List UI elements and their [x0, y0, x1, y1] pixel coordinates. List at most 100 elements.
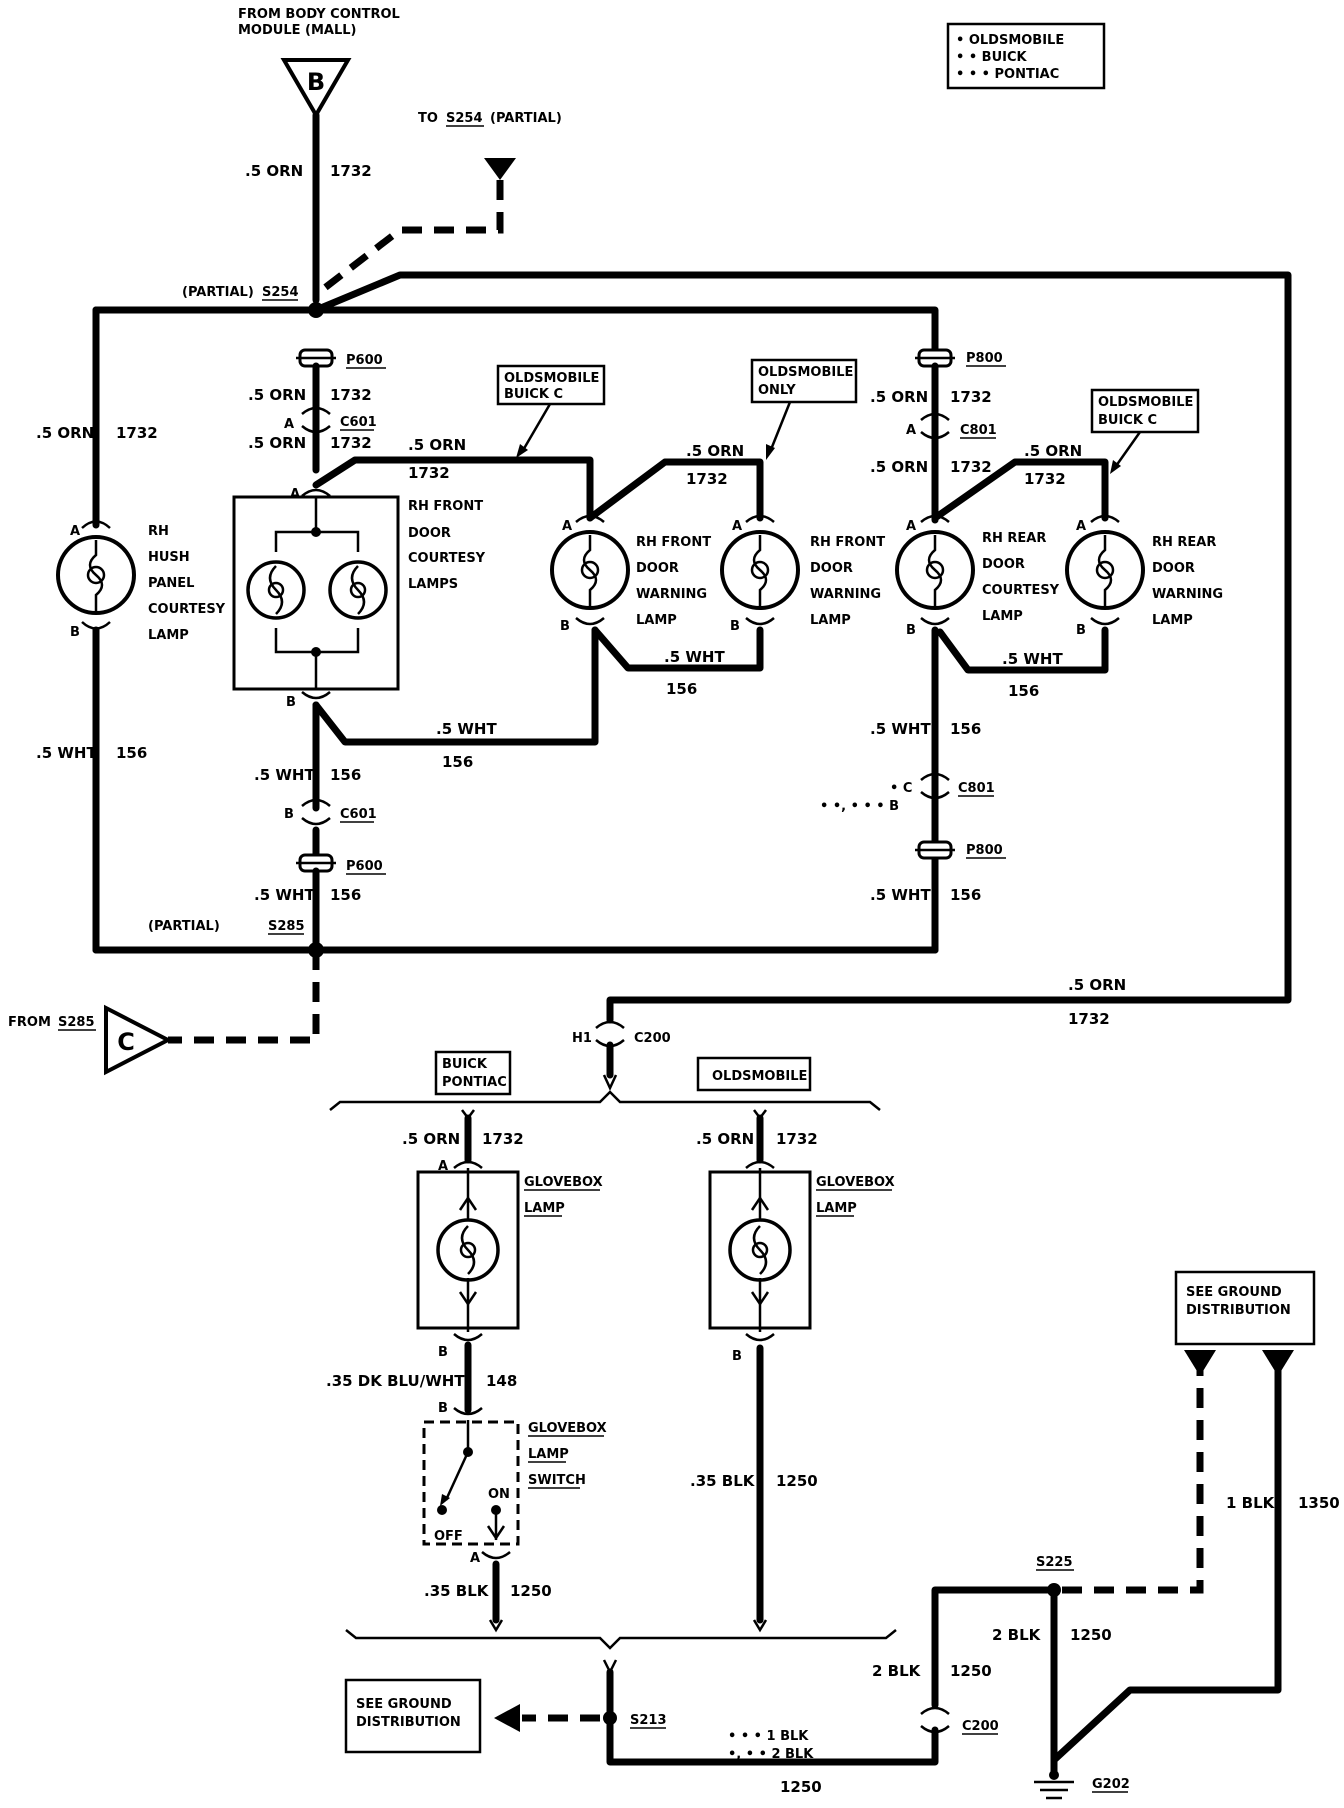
- connector-b-letter: B: [307, 68, 325, 96]
- c801-pin-a: A: [906, 423, 916, 438]
- see-ground-distribution-left: SEE GROUND DISTRIBUTION: [344, 1678, 482, 1754]
- orn-wire-to-c200: [312, 271, 1292, 1024]
- front-warning-2-label-1: RH FRONT: [810, 535, 885, 550]
- dashed-to-ground-dist-right: [1062, 1360, 1204, 1594]
- c801-top-label: C801: [960, 423, 997, 438]
- hush-panel-lamp: [56, 520, 136, 630]
- orn-to-front-warning-2: [586, 458, 764, 522]
- rh-front-door-courtesy-lamps: [232, 488, 400, 700]
- c801-bottom-label: C801: [958, 781, 995, 796]
- rear-warning-label-4: LAMP: [1152, 613, 1193, 628]
- c601-pin-a: A: [284, 417, 294, 432]
- brace-bottom: [345, 1629, 897, 1650]
- p800-bottom: [915, 840, 955, 860]
- legend-buick: • • BUICK: [956, 50, 1028, 65]
- wht-from-front-warning: [312, 626, 599, 746]
- olds-blk-number: 1250: [776, 1472, 818, 1490]
- rear-courtesy-label-4: LAMP: [982, 609, 1023, 624]
- courtesy-label-1: RH FRONT: [408, 499, 483, 514]
- arrow-to-ground-dist-left: [494, 1704, 520, 1732]
- bp-dkblu-gauge: .35 DK BLU/WHT: [326, 1372, 465, 1390]
- callout2-line1: OLDSMOBILE: [758, 365, 853, 380]
- hush-label-4: COURTESY: [148, 602, 226, 617]
- rear-warning-label-1: RH REAR: [1152, 535, 1216, 550]
- olds-glovebox-lamp: [708, 1160, 812, 1342]
- rh-rear-door-courtesy-lamp: [895, 514, 975, 626]
- switch-label-2: LAMP: [528, 1447, 569, 1462]
- to-s254-link: S254: [446, 111, 483, 126]
- ground-dist-arrow-2: [1262, 1350, 1294, 1376]
- c601-top-connector: [301, 406, 331, 434]
- front-warning-1-pin-b: B: [560, 619, 570, 634]
- ground-left-line1: SEE GROUND: [356, 1697, 452, 1712]
- callout4-line1: BUICK: [442, 1057, 488, 1072]
- rear-warning-orn-number: 1732: [1024, 470, 1066, 488]
- blk-1350-number: 1350: [1298, 1494, 1340, 1512]
- bp-lamp-pin-b: B: [438, 1345, 448, 1360]
- rear-warning-label-2: DOOR: [1152, 561, 1195, 576]
- switch-pin-a: A: [470, 1551, 480, 1566]
- bp-glovebox-lamp: [416, 1160, 520, 1342]
- front-warning-wht-number: 156: [442, 753, 473, 771]
- front-warning-1-pin-a: A: [562, 519, 572, 534]
- c801-orn-lower-gauge: .5 ORN: [870, 458, 928, 476]
- c601-bottom-label: C601: [340, 807, 377, 822]
- hush-label-3: PANEL: [148, 576, 194, 591]
- olds-only-callout: OLDSMOBILE ONLY: [750, 358, 858, 460]
- front-warning-1-label-2: DOOR: [636, 561, 679, 576]
- from-s285-link: S285: [58, 1015, 95, 1030]
- front-warning-wht-gauge: .5 WHT: [436, 720, 497, 738]
- legend-pontiac: • • • PONTIAC: [956, 67, 1059, 82]
- olds-lamp-pin-b: B: [732, 1349, 742, 1364]
- wht-rear-warning: [936, 626, 1109, 674]
- callout2-line2: ONLY: [758, 383, 796, 398]
- ground-right-line2: DISTRIBUTION: [1186, 1303, 1291, 1318]
- courtesy-label-2: DOOR: [408, 526, 451, 541]
- c801-orn-upper-number: 1732: [950, 388, 992, 406]
- rear-courtesy-pin-a: A: [906, 519, 916, 534]
- callout1-line1: OLDSMOBILE: [504, 371, 599, 386]
- rear-warning-wht-gauge: .5 WHT: [1002, 650, 1063, 668]
- rear-warning-orn-gauge: .5 ORN: [1024, 442, 1082, 460]
- c200-blk-gauge: 2 BLK: [872, 1662, 922, 1680]
- front-warning-2-label-3: WARNING: [810, 587, 881, 602]
- bp-lamp-label-2: LAMP: [524, 1201, 565, 1216]
- front-warning-2-label-2: DOOR: [810, 561, 853, 576]
- ground-right-line1: SEE GROUND: [1186, 1285, 1282, 1300]
- s254-label: S254: [262, 285, 299, 300]
- s225-blk-gauge: 2 BLK: [992, 1626, 1042, 1644]
- feed-wire-gauge: .5 ORN: [245, 162, 303, 180]
- front-warning-orn-number: 1732: [408, 464, 450, 482]
- orn-to-rear-warning: [931, 458, 1109, 522]
- courtesy-pin-b: B: [286, 695, 296, 710]
- callout1-line2: BUICK C: [504, 387, 563, 402]
- g202-label: G202: [1092, 1777, 1130, 1792]
- front-warnings-wht-gauge: .5 WHT: [664, 648, 725, 666]
- hush-label-5: LAMP: [148, 628, 189, 643]
- dots-2-blk: •, • • 2 BLK: [728, 1747, 814, 1762]
- ground-symbol-g202: [1034, 1770, 1074, 1800]
- callout5-text: OLDSMOBILE: [712, 1069, 807, 1084]
- c601-orn-upper-gauge: .5 ORN: [248, 386, 306, 404]
- switch-blk-number: 1250: [510, 1582, 552, 1600]
- connector-b-triangle: B: [280, 58, 352, 119]
- p600-wht-gauge: .5 WHT: [254, 886, 315, 904]
- glovebox-lamp-switch: [422, 1407, 520, 1546]
- hush-orn-gauge: .5 ORN: [36, 424, 94, 442]
- hush-wht-gauge: .5 WHT: [36, 744, 97, 762]
- c801-wht-upper-gauge: .5 WHT: [870, 720, 931, 738]
- to-s254-suffix: (PARTIAL): [490, 111, 562, 126]
- hush-label-2: HUSH: [148, 550, 190, 565]
- to-s254-prefix: TO: [418, 111, 438, 126]
- bottom-blk-number: 1250: [780, 1778, 822, 1796]
- olds-buick-c-callout-2: OLDSMOBILE BUICK C: [1090, 388, 1200, 474]
- olds-lamp-label-1: GLOVEBOX: [816, 1175, 895, 1190]
- courtesy-label-4: LAMPS: [408, 577, 458, 592]
- front-warning-orn-gauge: .5 ORN: [408, 436, 466, 454]
- buick-pontiac-callout: BUICK PONTIAC: [434, 1050, 512, 1096]
- hush-pin-a: A: [70, 524, 80, 539]
- wht-front-warnings: [591, 626, 764, 672]
- front-warning-2-pin-a: A: [732, 519, 742, 534]
- olds-buick-c-callout-1: OLDSMOBILE BUICK C: [496, 364, 606, 458]
